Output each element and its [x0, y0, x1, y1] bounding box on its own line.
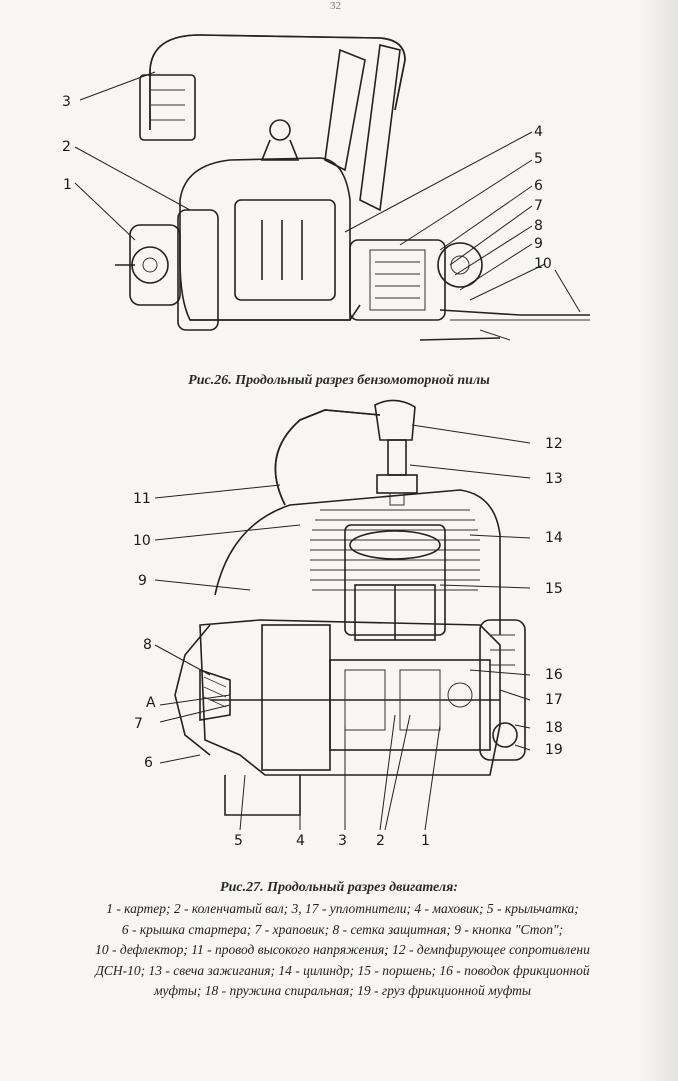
fig27-callout-19: 19: [545, 742, 563, 758]
fig26-callout-1: 1: [63, 177, 72, 193]
page-number: 32: [330, 0, 341, 12]
fig27-callout-14: 14: [545, 530, 563, 546]
fig27-callout-2: 2: [376, 833, 385, 849]
fig27-callout-15: 15: [545, 581, 563, 597]
fig27-callout-4: 4: [296, 833, 305, 849]
fig26-callout-7: 7: [534, 198, 543, 214]
fig26-callout-2: 2: [62, 139, 71, 155]
fig26-callout-6: 6: [534, 178, 543, 194]
fig26-callout-9: 9: [534, 236, 543, 252]
fig26-callout-4: 4: [534, 124, 543, 140]
legend-line: ДСН-10; 13 - свеча зажигания; 14 - цилин…: [95, 962, 590, 978]
legend-line: муфты; 18 - пружина спиральная; 19 - гру…: [153, 983, 532, 998]
legend-line: 10 - дефлектор; 11 - провод высокого нап…: [95, 942, 590, 957]
fig27-callout-16: 16: [545, 667, 563, 683]
figure-27-caption: Рис.27. Продольный разрез двигателя:: [220, 880, 458, 895]
fig27-callout-1: 1: [421, 833, 430, 849]
fig27-callout-11: 11: [133, 491, 151, 507]
fig27-callout-12: 12: [545, 436, 563, 452]
legend-line: 6 - крышка стартера; 7 - храповик; 8 - с…: [121, 921, 564, 937]
fig27-callout-6: 6: [144, 755, 153, 771]
fig26-callout-5: 5: [534, 151, 543, 167]
figure-27-legend: 1 - картер; 2 - коленчатый вал; 3, 17 - …: [10, 899, 675, 1002]
legend-line: 1 - картер; 2 - коленчатый вал; 3, 17 - …: [106, 901, 579, 916]
fig26-callout-10: 10: [534, 256, 552, 272]
figure-27-drawing: 11 10 9 8 A 7 6 12 13 14 15 16 17 18 19 …: [0, 395, 678, 875]
fig27-callout-17: 17: [545, 692, 563, 708]
fig26-callout-3: 3: [62, 94, 71, 110]
figure-26-caption: Рис.26. Продольный разрез бензомоторной …: [188, 373, 490, 388]
fig27-callout-5: 5: [234, 833, 243, 849]
fig27-callout-a: A: [146, 695, 156, 711]
fig27-callout-9: 9: [138, 573, 147, 589]
figure-26-drawing: 3 2 1 4 5 6 7 8 9 10: [0, 0, 678, 370]
fig27-callout-3: 3: [338, 833, 347, 849]
fig27-callout-13: 13: [545, 471, 563, 487]
fig27-callout-8: 8: [143, 637, 152, 653]
fig27-callout-10: 10: [133, 533, 151, 549]
fig27-callout-7: 7: [134, 716, 143, 732]
fig27-callout-18: 18: [545, 720, 563, 736]
fig26-callout-8: 8: [534, 218, 543, 234]
